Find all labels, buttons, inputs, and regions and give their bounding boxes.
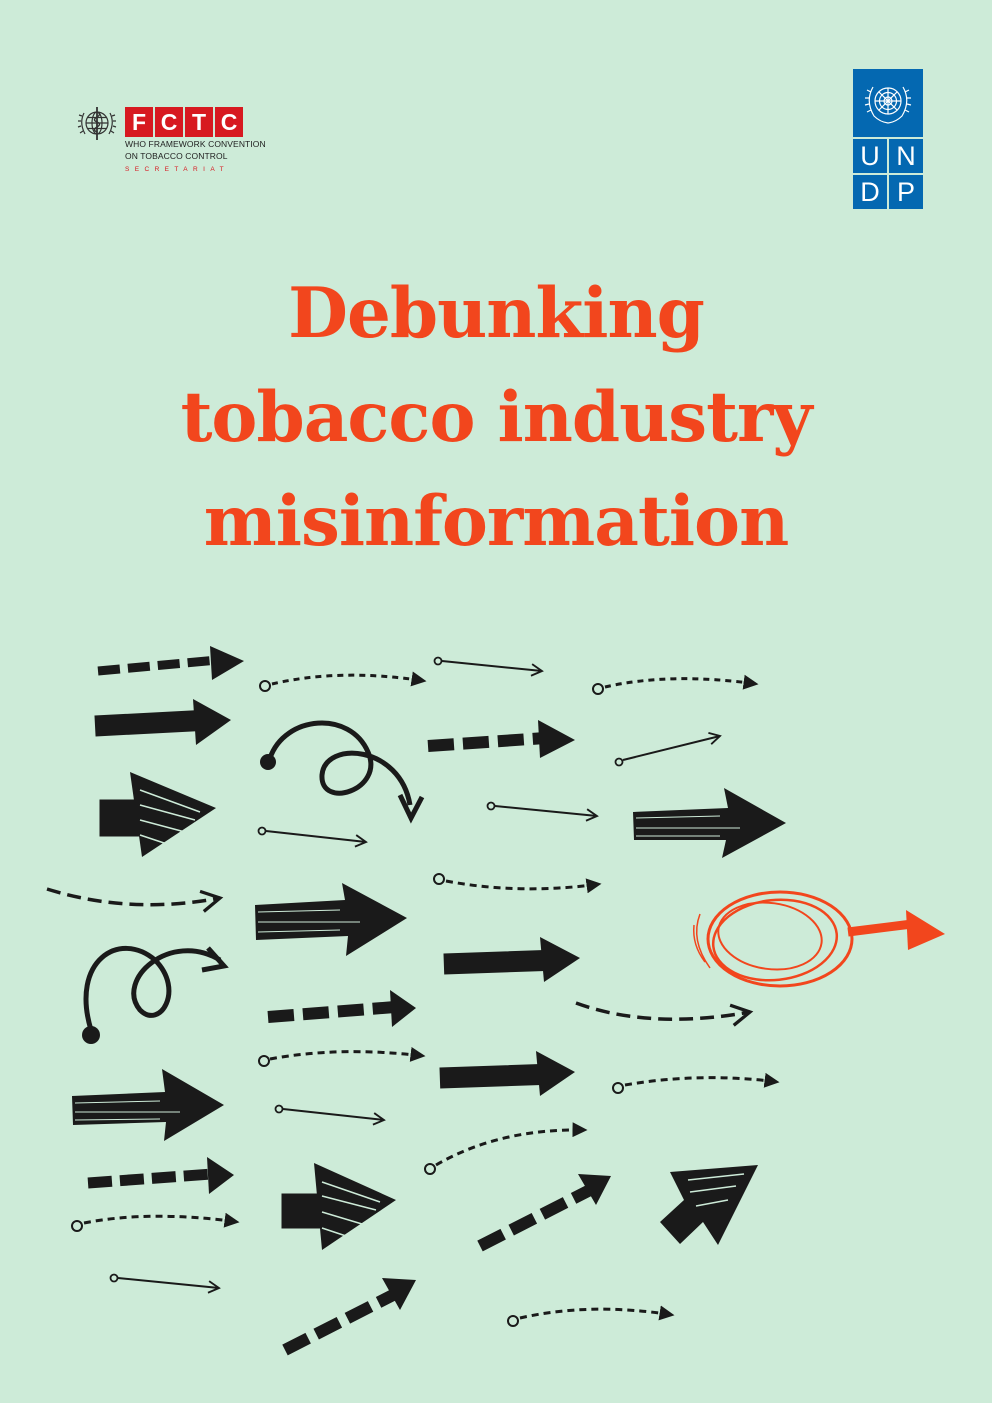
- thin-arrow-icon: [486, 801, 599, 822]
- loop-arrow-icon: [260, 720, 425, 824]
- solid-arrow-icon: [439, 1051, 575, 1096]
- cover-title: Debunking tobacco industry misinformatio…: [0, 262, 992, 574]
- loop-arrow-icon: [82, 946, 229, 1044]
- dotted-arrow-icon: [612, 1072, 780, 1094]
- undp-letter: P: [889, 175, 923, 209]
- thin-arrow-icon: [109, 1273, 221, 1294]
- hatched-arrow-icon: [255, 883, 407, 956]
- undp-logo: U N D P: [853, 69, 923, 209]
- title-line-1: Debunking: [288, 273, 705, 354]
- hatched-arrow-icon: [72, 1069, 224, 1141]
- fctc-subtitle-line2: ON TOBACCO CONTROL: [125, 151, 228, 161]
- undp-emblem-block: [853, 69, 923, 137]
- thin-arrow-icon: [274, 1104, 386, 1126]
- un-emblem-icon: [864, 86, 912, 124]
- dashed-arrow-icon: [575, 1001, 754, 1027]
- dashed-arrow-icon: [97, 646, 244, 680]
- dotted-arrow-icon: [592, 674, 759, 695]
- undp-letter: D: [853, 175, 887, 209]
- fctc-wordmark: F C T C: [125, 107, 243, 137]
- undp-letter: N: [889, 139, 923, 173]
- fctc-letter: C: [215, 107, 243, 137]
- dashed-arrow-icon: [427, 720, 575, 758]
- dashed-arrow-icon: [46, 887, 224, 913]
- dashed-arrow-icon: [87, 1157, 234, 1194]
- thin-arrow-icon: [433, 656, 544, 677]
- dashed-arrow-icon: [267, 990, 416, 1027]
- dotted-arrow-icon: [507, 1305, 675, 1327]
- who-fctc-logo: F C T C WHO FRAMEWORK CONVENTION ON TOBA…: [76, 104, 266, 176]
- fctc-letter: T: [185, 107, 213, 137]
- dotted-arrow-icon: [71, 1212, 240, 1232]
- fctc-secretariat: SECRETARIAT: [125, 166, 229, 173]
- sketch-arrow-icon: [281, 1163, 396, 1250]
- solid-arrow-icon: [94, 699, 231, 745]
- dotted-arrow-icon: [433, 873, 602, 894]
- dashed-arrow-icon: [282, 1278, 416, 1356]
- dotted-arrow-icon: [258, 1046, 426, 1067]
- solid-arrow-icon: [443, 937, 580, 982]
- fctc-letter: C: [155, 107, 183, 137]
- fctc-letter: F: [125, 107, 153, 137]
- title-line-3: misinformation: [203, 481, 790, 562]
- who-emblem-icon: [77, 107, 117, 140]
- sketch-arrow-icon: [99, 772, 216, 857]
- dotted-arrow-icon: [259, 671, 427, 692]
- highlighted-orange-arrow-icon: [692, 890, 945, 988]
- dotted-arrow-icon: [424, 1122, 588, 1175]
- dashed-arrow-icon: [477, 1174, 611, 1252]
- undp-letter: U: [853, 139, 887, 173]
- hatched-arrow-icon: [633, 788, 786, 858]
- sketch-arrow-icon: [660, 1165, 758, 1245]
- arrows-illustration: [46, 646, 945, 1356]
- thin-arrow-icon: [614, 731, 722, 767]
- fctc-subtitle-line1: WHO FRAMEWORK CONVENTION: [125, 139, 266, 149]
- thin-arrow-icon: [257, 826, 368, 848]
- title-line-2: tobacco industry: [180, 377, 813, 458]
